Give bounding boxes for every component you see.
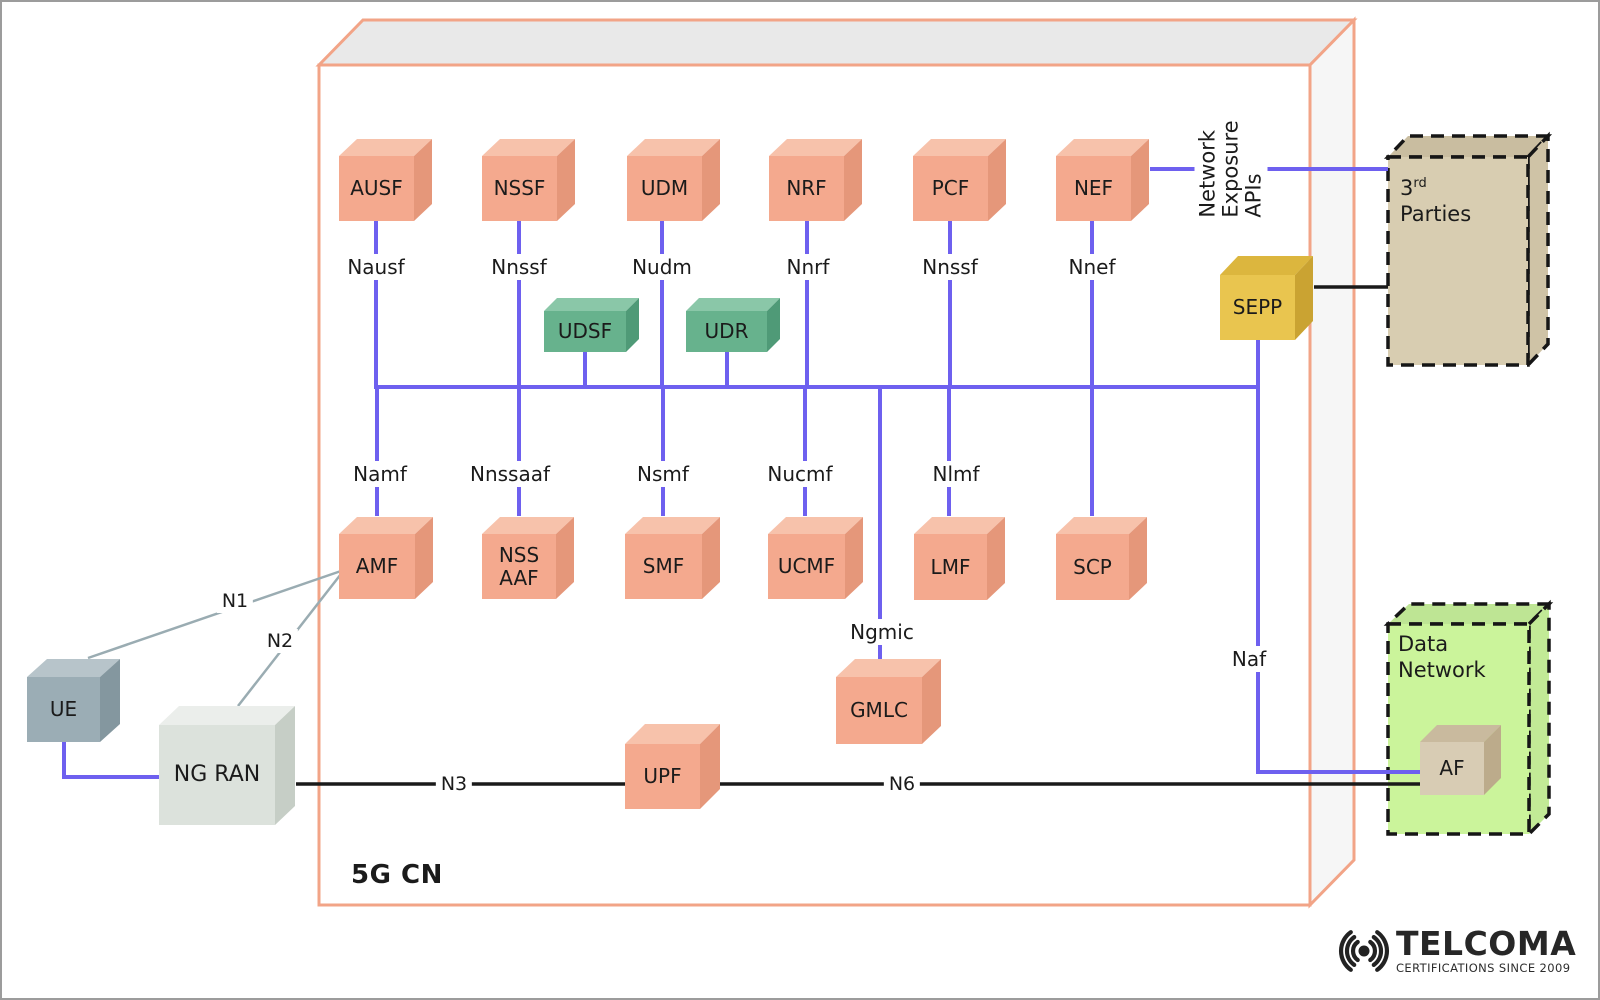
node-upf-label: UPF xyxy=(643,764,682,788)
node-nssf: NSSF xyxy=(482,156,557,221)
node-nef: NEF xyxy=(1056,156,1131,221)
interface-label-n3: N3 xyxy=(435,772,473,796)
node-amf: AMF xyxy=(339,534,415,599)
telcoma-logo-text-block: TELCOMA CERTIFICATIONS SINCE 2009 xyxy=(1396,927,1576,975)
node-udr: UDR xyxy=(686,311,767,352)
interface-label-ngmic: Ngmic xyxy=(844,619,920,645)
node-ngran-label: NG RAN xyxy=(173,762,261,788)
node-scp-label: SCP xyxy=(1073,554,1112,579)
interface-label-nudm: Nudm xyxy=(626,254,698,280)
node-af: AF xyxy=(1420,742,1484,795)
node-gmlc: GMLC xyxy=(836,677,922,744)
third-parties-label-line1: 3rd xyxy=(1400,171,1471,201)
interface-label-nnssf-nssf: Nnssf xyxy=(485,254,553,280)
node-lmf-label: LMF xyxy=(930,554,971,579)
telcoma-tagline: CERTIFICATIONS SINCE 2009 xyxy=(1396,961,1571,975)
node-udsf: UDSF xyxy=(544,311,626,352)
node-ucmf-label: UCMF xyxy=(777,554,836,578)
node-nrf: NRF xyxy=(769,156,844,221)
network-exposure-apis-label: Network Exposure APIs xyxy=(1194,115,1268,223)
interface-label-namf: Namf xyxy=(347,461,413,487)
node-ausf-label: AUSF xyxy=(350,176,403,200)
node-udr-label: UDR xyxy=(704,319,749,343)
service-bus-connectors xyxy=(62,167,1420,779)
node-upf: UPF xyxy=(625,744,700,809)
n1-n2-links xyxy=(87,569,342,707)
node-af-label: AF xyxy=(1439,756,1465,780)
node-nssaaf: NSS AAF xyxy=(482,534,556,599)
telcoma-signal-icon xyxy=(1338,930,1390,972)
interface-label-nnssaaf: Nnssaaf xyxy=(463,461,557,487)
node-sepp: SEPP xyxy=(1220,275,1295,340)
interface-label-n2: N2 xyxy=(261,629,299,653)
third-parties-label: 3rd Parties xyxy=(1400,171,1471,227)
node-ausf: AUSF xyxy=(339,156,414,221)
node-ucmf: UCMF xyxy=(768,534,845,599)
node-smf-label: SMF xyxy=(642,554,685,578)
interface-label-n1: N1 xyxy=(216,589,254,613)
interface-label-nnef: Nnef xyxy=(1062,254,1122,280)
third-parties-ordinal: rd xyxy=(1413,176,1427,191)
interface-label-nsmf: Nsmf xyxy=(631,461,695,487)
node-lmf: LMF xyxy=(914,534,987,600)
black-links xyxy=(296,285,1420,786)
node-nssaaf-label: NSS AAF xyxy=(498,542,540,590)
node-nssf-label: NSSF xyxy=(493,176,546,200)
third-parties-word: Parties xyxy=(1400,202,1472,226)
data-network-label-line2: Network xyxy=(1398,658,1486,682)
node-nef-label: NEF xyxy=(1073,176,1114,200)
node-amf-label: AMF xyxy=(355,554,399,578)
node-pcf-label: PCF xyxy=(931,176,970,200)
interface-label-naf: Naf xyxy=(1225,646,1273,672)
data-network-label-line1: Data xyxy=(1398,632,1449,656)
diagram-title: 5G CN xyxy=(351,860,443,890)
interface-label-nlmf: Nlmf xyxy=(926,461,986,487)
node-smf: SMF xyxy=(625,534,702,599)
node-udsf-label: UDSF xyxy=(557,319,613,343)
telcoma-logo: TELCOMA CERTIFICATIONS SINCE 2009 xyxy=(1332,922,1576,980)
node-gmlc-label: GMLC xyxy=(850,698,908,722)
third-parties-number: 3 xyxy=(1400,176,1414,200)
node-ue-label: UE xyxy=(49,697,78,721)
node-scp: SCP xyxy=(1056,534,1129,600)
node-pcf: PCF xyxy=(913,156,988,221)
node-udm: UDM xyxy=(627,156,702,221)
node-ue: UE xyxy=(27,677,100,742)
third-parties-box xyxy=(1383,131,1553,370)
data-network-label: Data Network xyxy=(1398,631,1486,683)
telcoma-logo-text: TELCOMA xyxy=(1396,924,1577,963)
interface-label-n6: N6 xyxy=(883,772,921,796)
node-sepp-label: SEPP xyxy=(1232,295,1283,319)
interface-label-nucmf: Nucmf xyxy=(761,461,839,487)
node-nrf-label: NRF xyxy=(786,176,827,200)
interface-label-nnrf: Nnrf xyxy=(780,254,836,280)
node-ngran: NG RAN xyxy=(159,725,275,825)
node-udm-label: UDM xyxy=(640,176,689,200)
interface-label-nausf: Nausf xyxy=(341,254,411,280)
interface-label-nnssf-pcf: Nnssf xyxy=(916,254,984,280)
